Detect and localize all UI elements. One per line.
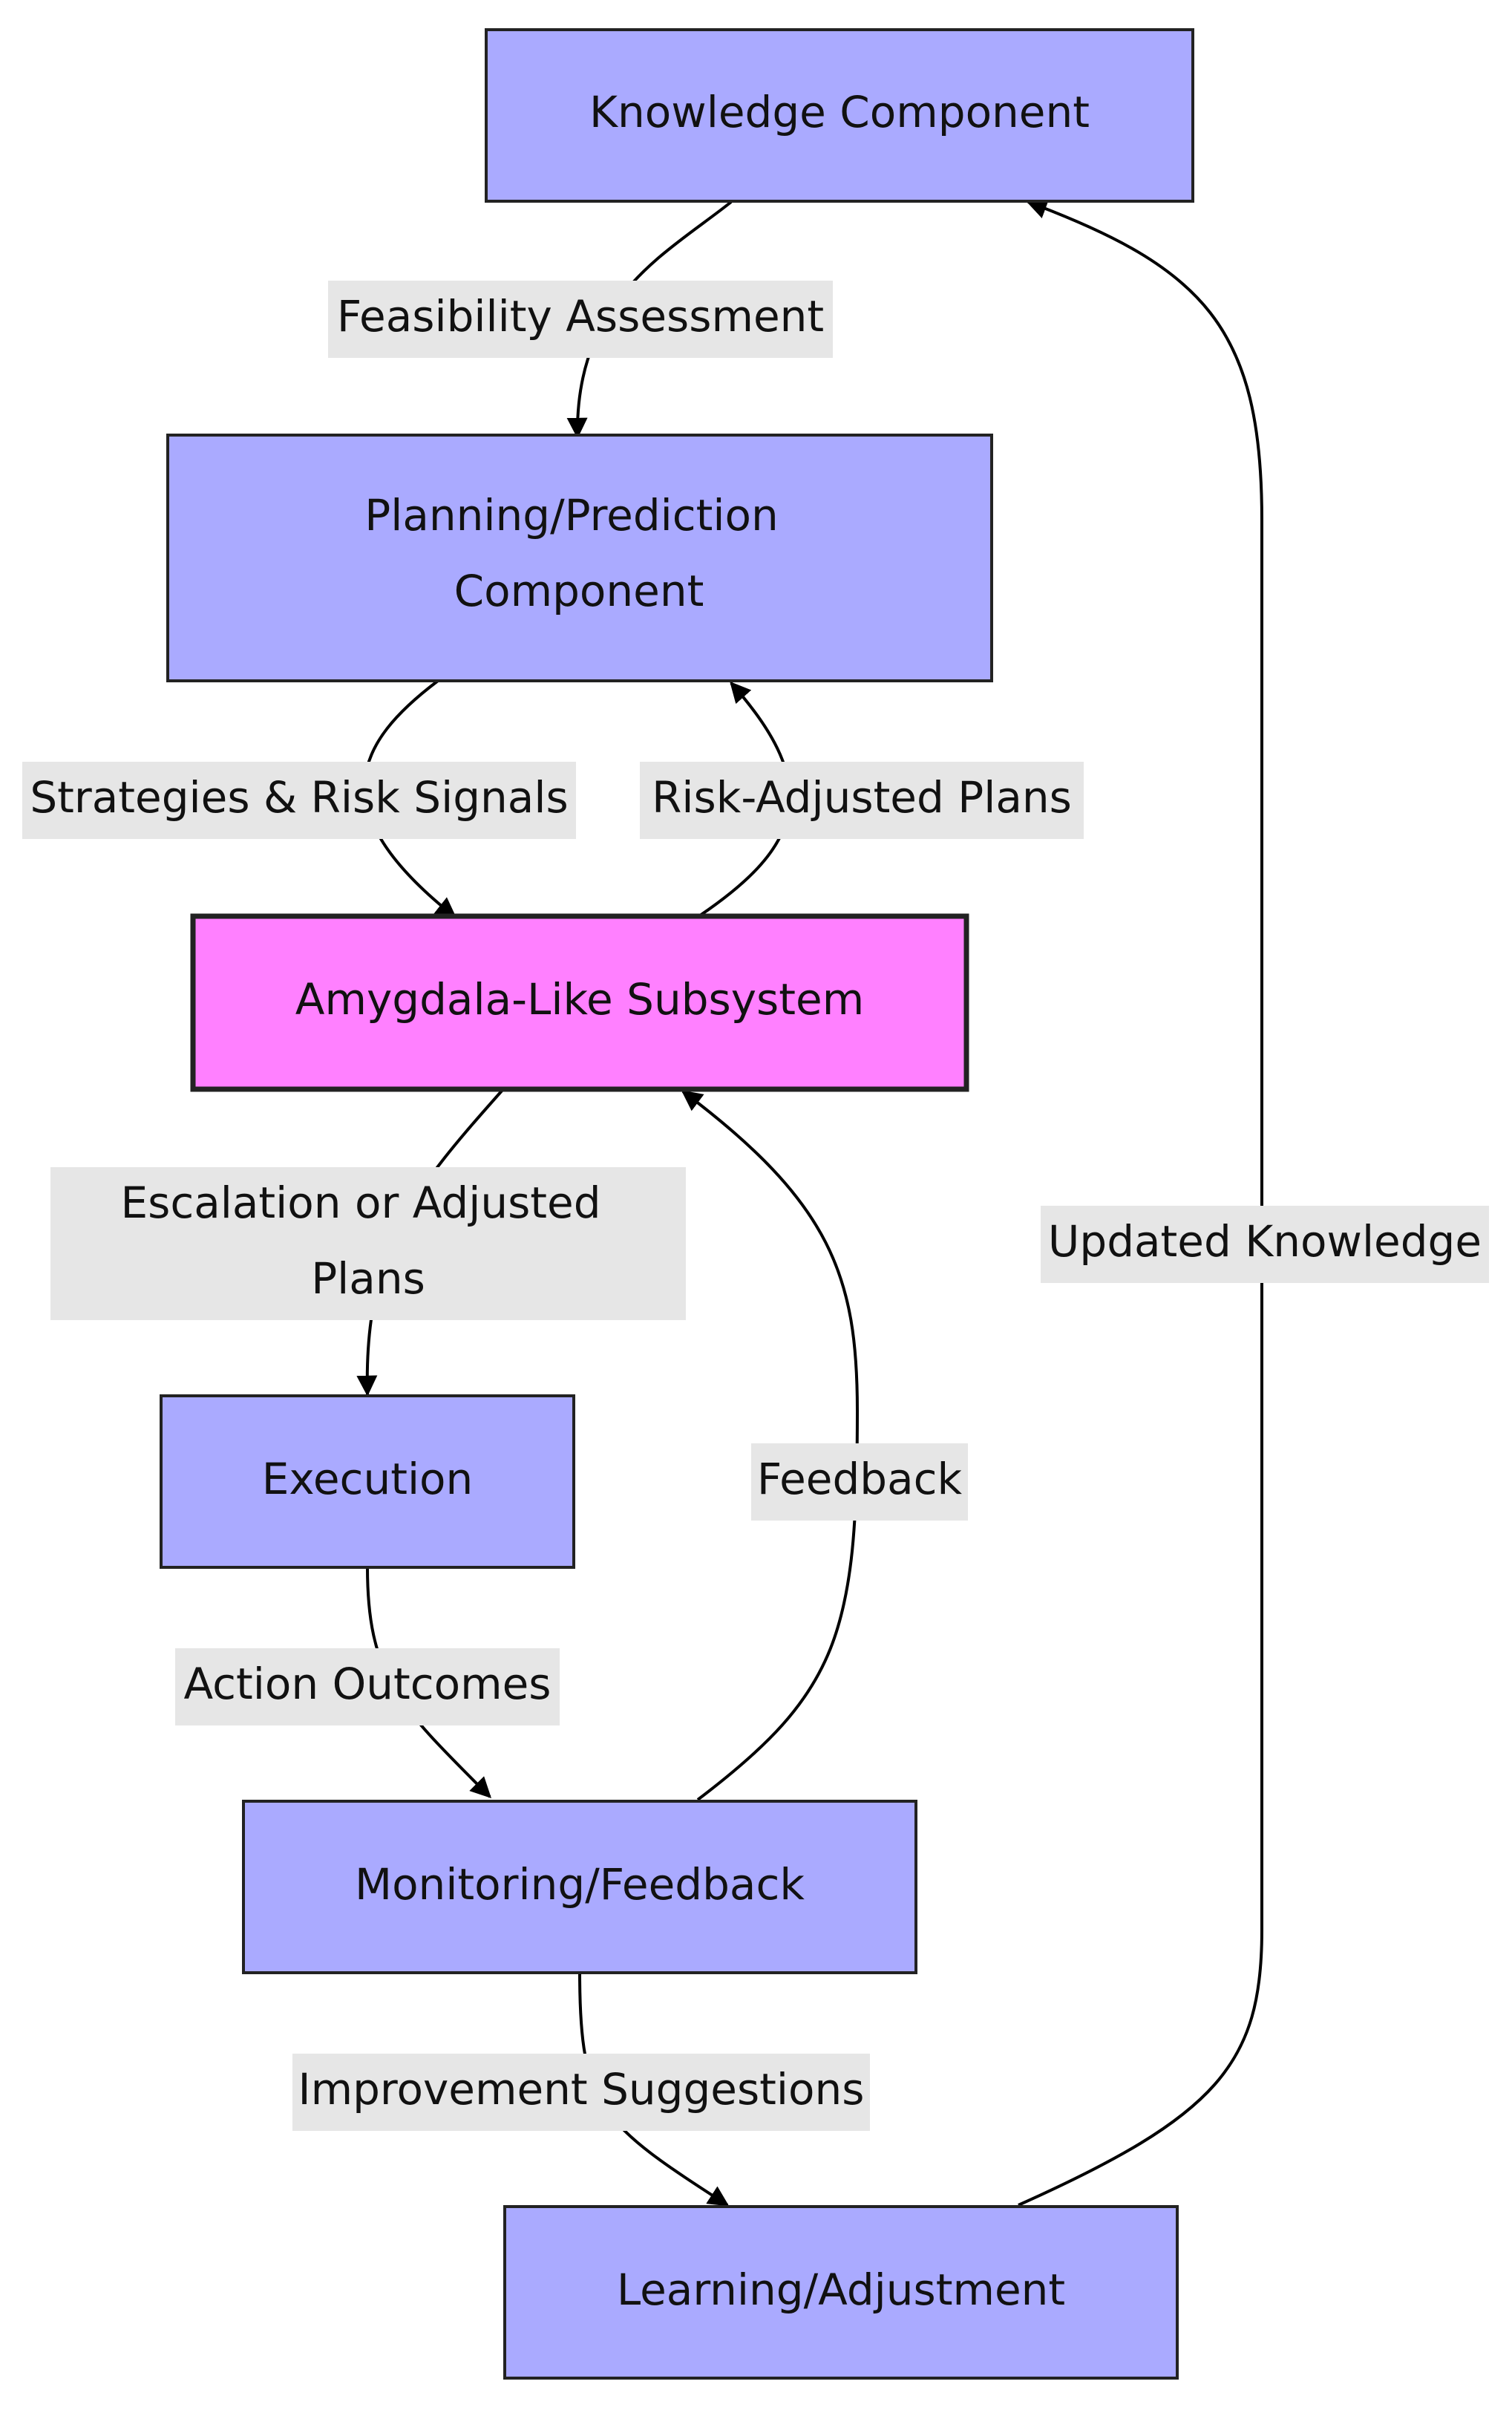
node-planning-prediction-component[interactable]: Planning/Prediction Component <box>166 434 993 682</box>
edge-label-strategies-risk-signals: Strategies & Risk Signals <box>22 762 576 839</box>
svg-text:Feedback: Feedback <box>757 1454 963 1504</box>
node-planning-label-line1: Planning/Prediction <box>364 490 779 541</box>
svg-text:Feasibility Assessment: Feasibility Assessment <box>337 291 824 342</box>
edge-label-updated-knowledge: Updated Knowledge <box>1041 1206 1489 1283</box>
edge-learning-to-knowledge <box>1018 198 1263 2207</box>
svg-text:Action Outcomes: Action Outcomes <box>183 1659 551 1709</box>
node-execution[interactable]: Execution <box>160 1394 575 1569</box>
svg-text:Improvement Suggestions: Improvement Suggestions <box>298 2064 864 2115</box>
edge-label-risk-adjusted-plans: Risk-Adjusted Plans <box>640 762 1084 839</box>
edge-label-improvement-suggestions: Improvement Suggestions <box>292 2054 870 2131</box>
node-monitoring-label: Monitoring/Feedback <box>355 1859 805 1910</box>
node-knowledge-label: Knowledge Component <box>589 87 1090 137</box>
node-monitoring-feedback[interactable]: Monitoring/Feedback <box>242 1800 917 1974</box>
svg-text:Risk-Adjusted Plans: Risk-Adjusted Plans <box>652 772 1072 823</box>
edge-label-escalation-adjusted-plans: Escalation or Adjusted Plans <box>50 1167 686 1320</box>
svg-text:Escalation or Adjusted: Escalation or Adjusted <box>120 1178 600 1228</box>
node-knowledge-component[interactable]: Knowledge Component <box>485 28 1194 203</box>
node-amygdala-like-subsystem[interactable]: Amygdala-Like Subsystem <box>190 913 969 1092</box>
edge-label-feasibility-assessment: Feasibility Assessment <box>328 281 833 358</box>
edge-monitoring-to-amygdala <box>681 1090 860 1801</box>
node-amygdala-label: Amygdala-Like Subsystem <box>295 974 864 1025</box>
svg-text:Updated Knowledge: Updated Knowledge <box>1048 1216 1482 1267</box>
node-learning-label: Learning/Adjustment <box>617 2265 1065 2315</box>
edge-label-action-outcomes: Action Outcomes <box>175 1648 560 1725</box>
edge-label-feedback: Feedback <box>751 1443 968 1521</box>
svg-text:Plans: Plans <box>311 1253 425 1304</box>
node-execution-label: Execution <box>262 1454 474 1504</box>
node-learning-adjustment[interactable]: Learning/Adjustment <box>503 2205 1179 2380</box>
node-planning-label-line2: Component <box>454 566 704 616</box>
svg-text:Strategies & Risk Signals: Strategies & Risk Signals <box>30 772 568 823</box>
